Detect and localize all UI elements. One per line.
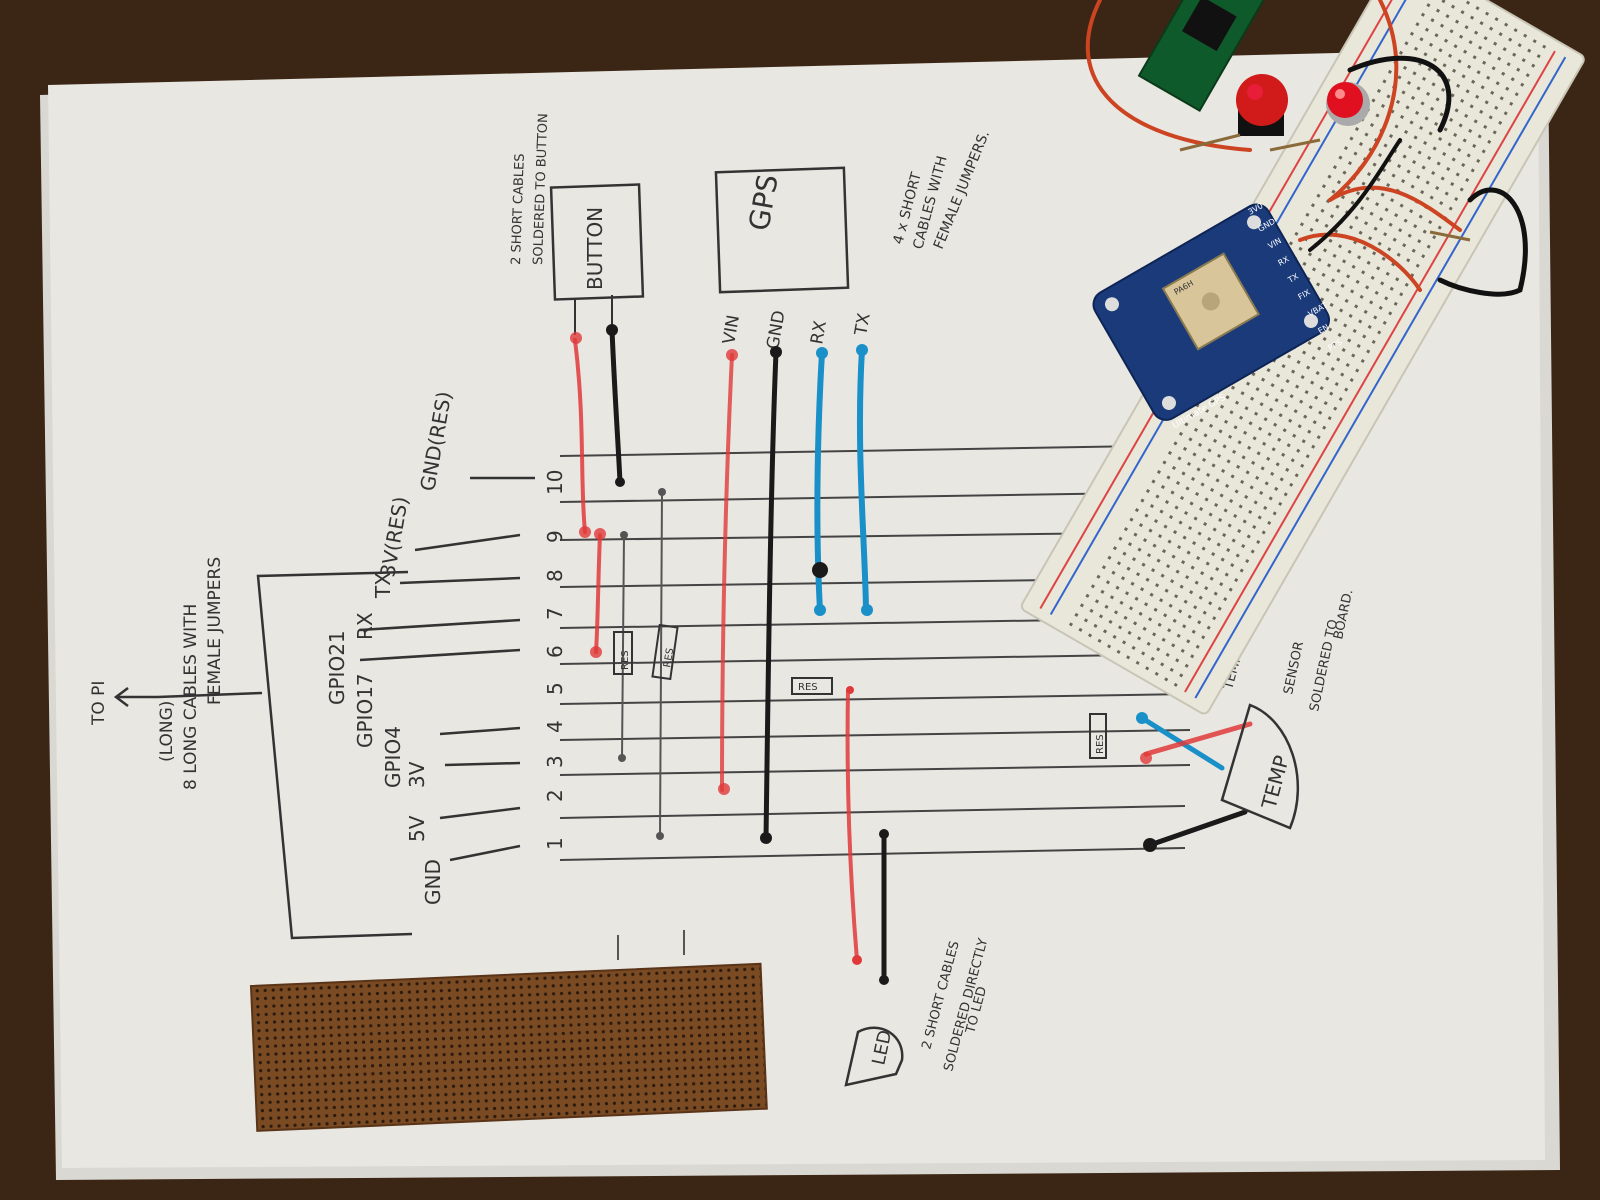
- button-red-wire: [573, 338, 587, 534]
- wire-terminals: [570, 324, 1157, 985]
- row-number-2: 2: [543, 789, 567, 802]
- row-number-9: 9: [543, 530, 567, 543]
- led-red-wire: [845, 688, 859, 962]
- gps-vin-red-wire: [720, 353, 734, 792]
- button-black-wire: [609, 327, 623, 485]
- gpio4-pencil-wire: [621, 534, 625, 759]
- temp-black-wire: [1147, 809, 1248, 848]
- pi-board: [1137, 0, 1272, 112]
- resistors: RES RES RES RES: [613, 623, 1107, 759]
- gps-pin-rx: RX: [807, 319, 831, 346]
- gps-tx-blue-wire: [856, 347, 869, 613]
- pin-label-rx: RX: [353, 612, 377, 640]
- button-label: BUTTON: [583, 207, 607, 290]
- breadboard-resistors: [1179, 133, 1471, 242]
- row-number-1: 1: [543, 837, 567, 850]
- resistor-c-label: RES: [798, 682, 818, 693]
- cables-note: TO PI (LONG) 8 LONG CABLES WITH FEMALE J…: [89, 557, 225, 790]
- cables-note-line3: FEMALE JUMPERS: [205, 557, 225, 705]
- resistor-a-label: RES: [620, 650, 631, 670]
- to-pi-label: TO PI: [89, 681, 109, 726]
- wires: [573, 327, 1253, 983]
- button-note-line1: 2 SHORT CABLES: [509, 153, 528, 265]
- gps-gnd-black-wire: [763, 349, 779, 841]
- row-number-8: 8: [543, 569, 567, 582]
- gps-pin-tx: TX: [851, 311, 875, 338]
- row-number-3: 3: [543, 755, 567, 768]
- pin-label-5v: 5V: [405, 815, 429, 842]
- row-number-5: 5: [543, 682, 567, 695]
- pi-connector-bracket: [113, 570, 413, 940]
- cables-note-line1: (LONG): [157, 701, 177, 762]
- gpio21-pencil-wire: [659, 491, 663, 837]
- button-note-line2: SOLDERED TO BUTTON: [531, 113, 551, 265]
- pin-label-gpio17: GPIO17: [353, 673, 377, 748]
- pin-label-tx: TX: [371, 572, 395, 599]
- red-led: [1326, 82, 1370, 126]
- resistor-b-label: RES: [662, 647, 676, 668]
- pin-label-gpio21: GPIO21: [325, 630, 349, 705]
- stripboard: [249, 962, 768, 1132]
- cables-note-line2: 8 LONG CABLES WITH: [181, 604, 201, 790]
- temp-red-wire: [1143, 721, 1253, 757]
- row-numbers: 1 2 3 4 5 6 7 8 9 10: [543, 470, 567, 850]
- pin-label-gpio4: GPIO4: [381, 726, 405, 788]
- row-number-7: 7: [543, 607, 567, 620]
- row-number-4: 4: [543, 720, 567, 733]
- resistor-d-label: RES: [1095, 734, 1106, 754]
- pin-stubs: [359, 476, 535, 862]
- button-block: BUTTON 2 SHORT CABLES SOLDERED TO BUTTON: [509, 113, 645, 335]
- row-number-6: 6: [543, 645, 567, 658]
- pin-label-3v: 3V: [405, 761, 429, 788]
- gpio17-red-wire: [594, 533, 602, 654]
- pin-label-gnd: GND: [421, 859, 445, 905]
- red-pushbutton: [1236, 74, 1288, 136]
- row-number-10: 10: [543, 470, 567, 495]
